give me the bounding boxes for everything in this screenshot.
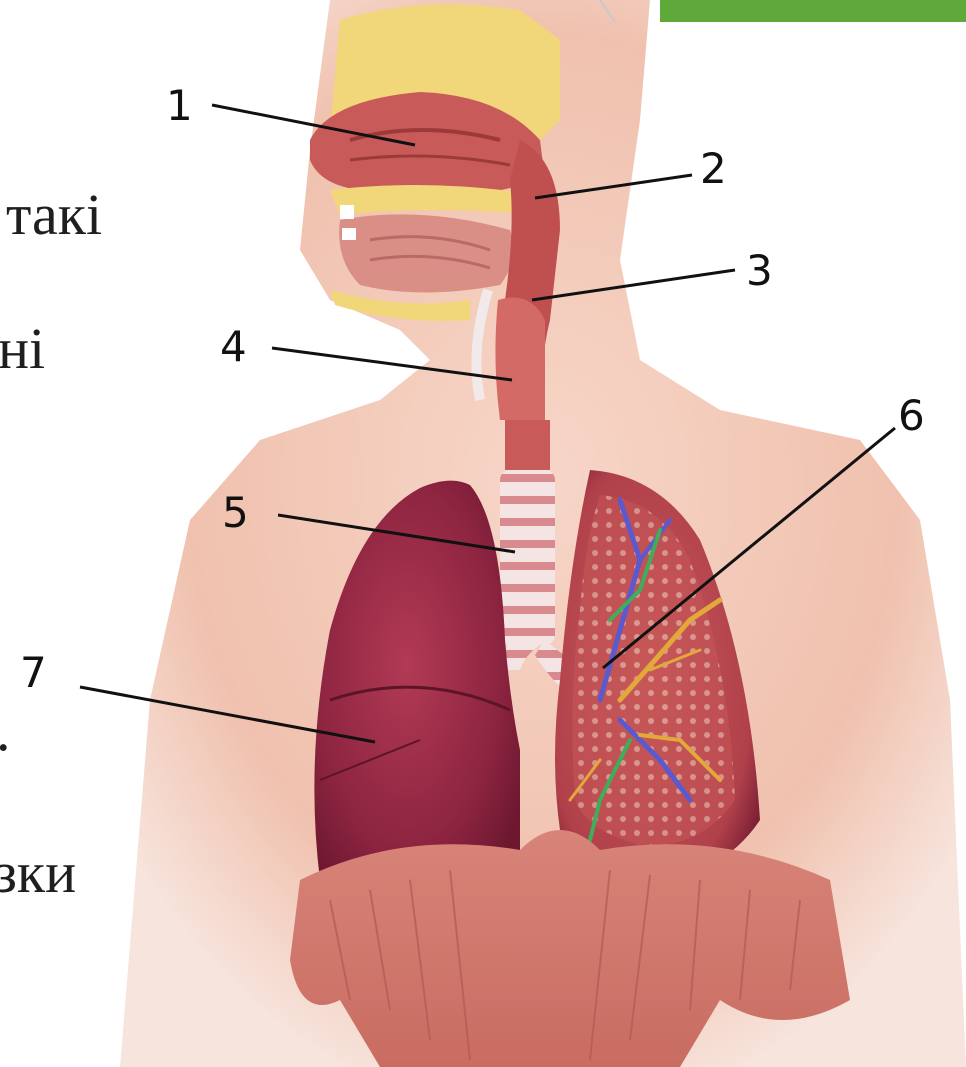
diagram-label-2: 2 xyxy=(700,148,727,190)
diagram-label-5: 5 xyxy=(222,492,249,534)
mouth-tongue xyxy=(339,214,513,292)
larynx xyxy=(495,298,545,421)
trachea xyxy=(500,470,555,645)
diagram-label-7: 7 xyxy=(20,652,47,694)
accent-bar xyxy=(660,0,966,22)
slide-text-line-3: . xyxy=(0,702,11,760)
diagram-label-1: 1 xyxy=(166,85,193,127)
diagram-label-4: 4 xyxy=(220,326,247,368)
diagram-label-6: 6 xyxy=(898,395,925,437)
slide-text-line-2: ні xyxy=(0,320,45,378)
slide-text-line-4: зки xyxy=(0,844,76,902)
slide-text-line-1: такі xyxy=(6,186,102,244)
diagram-label-3: 3 xyxy=(746,250,773,292)
